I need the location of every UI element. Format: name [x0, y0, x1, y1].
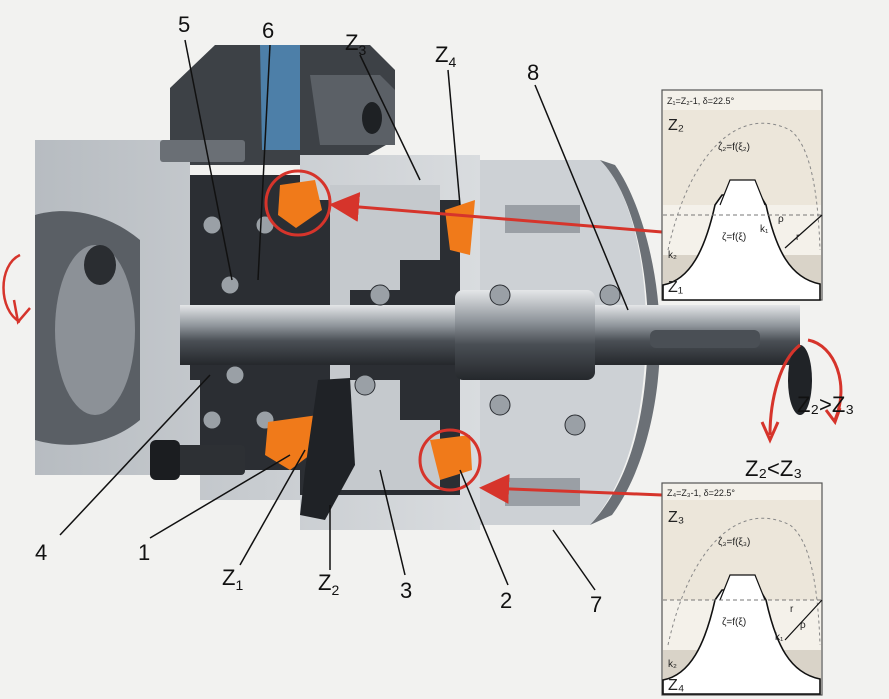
gear-z2-dark	[300, 378, 355, 520]
label-3: 3	[400, 578, 412, 603]
inset-bottom-inner-tooth	[719, 574, 766, 601]
label-4: 4	[35, 540, 47, 565]
inset-bottom-curve-outer: ζ₃=f(ξ₃)	[718, 537, 750, 548]
leader-8	[534, 84, 629, 311]
shaft-end	[788, 345, 812, 415]
bearing-ball	[489, 284, 511, 306]
label-z2: Z2	[318, 570, 339, 598]
bearing-ball	[225, 365, 245, 385]
leader-6	[257, 44, 271, 281]
inset-top-k2: k₂	[668, 250, 677, 261]
callout-arrow-bottom	[479, 473, 663, 504]
part-labels: 5 6 8 4 1 3 2 7	[35, 12, 602, 617]
rotation-arrows	[2, 253, 843, 444]
bearing-ball	[354, 374, 376, 396]
bolt-top	[160, 140, 245, 162]
inset-bottom-zone-bottom: Z₄	[668, 677, 684, 694]
inset-top-outer-curve	[667, 122, 821, 251]
inset-bottom-r: r	[790, 604, 794, 615]
leader-z1	[239, 449, 306, 566]
leader-5	[184, 39, 233, 281]
leader-4	[59, 374, 211, 536]
gear-upper-section	[278, 180, 322, 228]
gear-teeth	[265, 180, 475, 520]
callout-circle-bottom	[418, 428, 482, 492]
inset-top-inner-tooth	[719, 179, 766, 206]
leader-lines	[59, 39, 629, 591]
label-7: 7	[590, 592, 602, 617]
inset-bottom-ray	[784, 599, 823, 641]
leader-z3	[359, 54, 421, 181]
label-6: 6	[262, 18, 274, 43]
gear-labels: Z3 Z4 Z1 Z2	[222, 30, 456, 598]
inset-bottom-header: Z₄=Z₃-1, δ=22.5°	[667, 488, 735, 498]
leader-2	[459, 469, 509, 586]
coupling-face	[55, 245, 135, 415]
bearing-ball	[202, 215, 222, 235]
leader-1	[149, 454, 291, 539]
bearing-ball	[369, 284, 391, 306]
bearing-ball	[599, 284, 621, 306]
bearing-ball	[220, 275, 240, 295]
inset-bottom-rho: ρ	[800, 620, 806, 631]
leader-3	[379, 469, 406, 576]
inset-top-curve-outer: ζ₂=f(ξ₂)	[718, 142, 750, 153]
inset-bottom: Z₄=Z₃-1, δ=22.5° Z₃ Z₄ ζ₃=f(ξ₃) ζ=f(ξ) ρ…	[661, 482, 823, 696]
label-2: 2	[500, 588, 512, 613]
housing-blue-face	[260, 45, 300, 150]
label-1: 1	[138, 540, 150, 565]
callouts	[264, 169, 663, 504]
leader-7	[552, 529, 596, 591]
bearing-ball	[564, 414, 586, 436]
output-shaft	[180, 290, 812, 415]
inset-top: Z₁=Z₂-1, δ=22.5° Z₂ Z₁ ζ₂=f(ξ₂) ζ=f(ξ) ρ…	[661, 89, 823, 301]
relation-greater: Z₂>Z₃	[797, 392, 854, 417]
inset-bottom-tooth	[662, 589, 821, 695]
relation-less: Z₂<Z₃	[745, 456, 802, 481]
bearing-ball	[489, 394, 511, 416]
inset-top-ray	[784, 214, 823, 249]
inset-bottom-k2: k₂	[668, 659, 677, 670]
gear-z2-section	[430, 435, 472, 480]
right-cover-rim	[590, 160, 660, 525]
leader-z4	[447, 69, 461, 206]
inset-top-curve-inner: ζ=f(ξ)	[722, 232, 746, 243]
callout-arrow-top	[329, 192, 663, 234]
label-5: 5	[178, 12, 190, 37]
housing-flange	[310, 75, 395, 145]
shaft-key	[650, 330, 760, 348]
flange-hole	[362, 102, 382, 134]
label-8: 8	[527, 60, 539, 85]
inset-bottom-outer-curve	[667, 517, 821, 646]
output-rotation-arrow-cw	[807, 338, 843, 426]
input-rotation-arrow	[2, 253, 31, 325]
label-z4: Z4	[435, 42, 456, 70]
inset-bottom-zone-top: Z₃	[668, 509, 684, 526]
label-z3: Z3	[345, 30, 366, 58]
inset-top-r: r	[796, 232, 800, 243]
coupling-hole	[84, 245, 116, 285]
inset-top-zone-top: Z₂	[668, 117, 684, 134]
bolts	[150, 140, 580, 506]
inset-top-k1: k₁	[760, 224, 769, 235]
bearing-ball	[202, 410, 222, 430]
label-z1: Z1	[222, 565, 243, 593]
inset-bottom-curve-inner: ζ=f(ξ)	[722, 617, 746, 628]
carrier-web	[330, 185, 440, 490]
bolt-bottom-head	[150, 440, 180, 480]
output-rotation-arrow-ccw	[760, 343, 801, 444]
inset-top-zone-bottom: Z₁	[668, 279, 683, 296]
inset-top-tooth	[662, 194, 821, 301]
inset-top-rho: ρ	[778, 214, 784, 225]
inset-bottom-k1: k₁	[775, 632, 784, 643]
inset-top-header: Z₁=Z₂-1, δ=22.5°	[667, 96, 735, 106]
shaft-collar	[455, 290, 595, 380]
